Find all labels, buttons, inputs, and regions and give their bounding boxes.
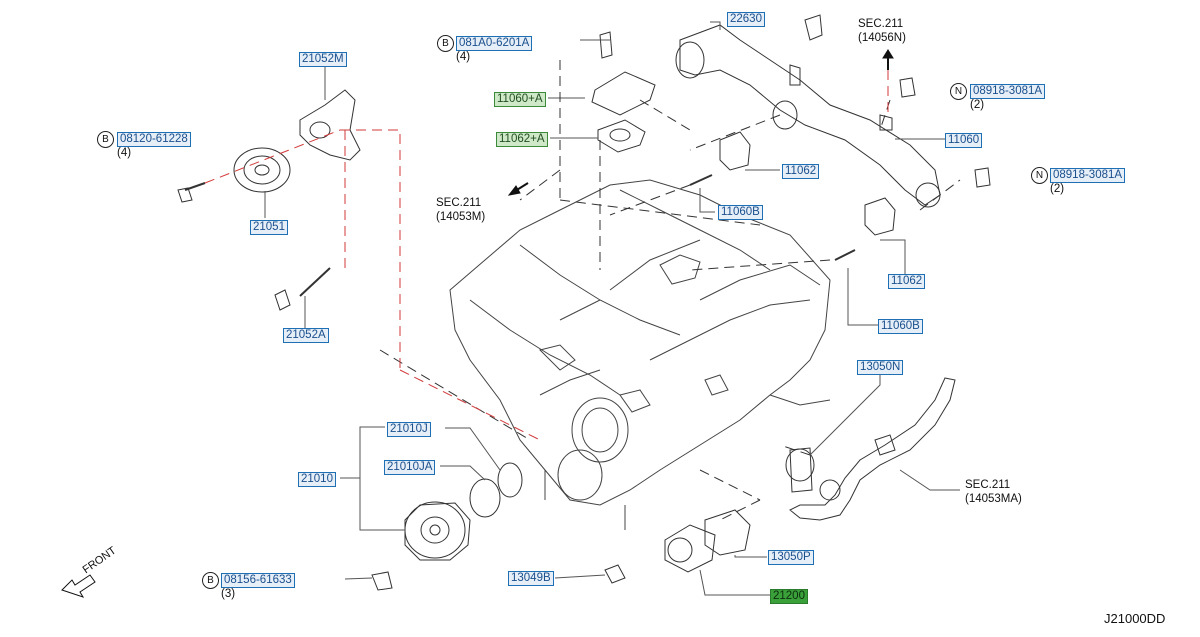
red-alignment-lines bbox=[204, 70, 889, 441]
fastener-qty: (3) bbox=[221, 588, 236, 600]
fastener-08918-3081A-lower[interactable]: 08918-3081A bbox=[1050, 168, 1126, 183]
dashed-alignment-lines bbox=[379, 60, 961, 521]
part-11062-upper[interactable]: 11062 bbox=[782, 164, 820, 179]
part-21010[interactable]: 21010 bbox=[298, 472, 336, 487]
fastener-qty: (2) bbox=[1050, 183, 1065, 195]
part-21200[interactable]: 21200 bbox=[770, 589, 808, 604]
section-ref-line2: (14053M) bbox=[436, 211, 486, 223]
part-21010J[interactable]: 21010J bbox=[387, 422, 431, 437]
part-21052M[interactable]: 21052M bbox=[299, 52, 347, 67]
arrows bbox=[507, 49, 894, 196]
part-11062-lower[interactable]: 11062 bbox=[888, 274, 926, 289]
part-13050N[interactable]: 13050N bbox=[857, 360, 904, 375]
bolt-symbol-b: B bbox=[437, 35, 454, 52]
fastener-08918-3081A-upper[interactable]: 08918-3081A bbox=[970, 84, 1046, 99]
fastener-081A0-6201A[interactable]: 081A0-6201A bbox=[456, 36, 533, 51]
bolt-symbol-b: B bbox=[97, 131, 114, 148]
fastener-08120-61228[interactable]: 08120-61228 bbox=[117, 132, 191, 147]
part-13050P[interactable]: 13050P bbox=[768, 550, 814, 565]
fastener-qty: (4) bbox=[456, 51, 471, 63]
part-11062A[interactable]: 11062+A bbox=[496, 132, 548, 147]
part-11060B-lower[interactable]: 11060B bbox=[878, 319, 923, 334]
part-11060A[interactable]: 11060+A bbox=[494, 92, 546, 107]
part-21010JA[interactable]: 21010JA bbox=[384, 460, 436, 475]
part-13049B[interactable]: 13049B bbox=[508, 571, 554, 586]
part-22630[interactable]: 22630 bbox=[727, 12, 765, 27]
gaskets-and-covers bbox=[371, 14, 991, 591]
part-21051[interactable]: 21051 bbox=[250, 220, 288, 235]
section-ref-line1: SEC.211 bbox=[965, 479, 1011, 491]
part-21052A[interactable]: 21052A bbox=[283, 328, 329, 343]
fastener-qty: (2) bbox=[970, 99, 985, 111]
front-arrow-icon bbox=[61, 574, 96, 598]
leader-lines bbox=[264, 21, 960, 596]
section-ref-line2: (14053MA) bbox=[965, 493, 1022, 505]
part-11060[interactable]: 11060 bbox=[945, 133, 983, 148]
part-11060B-upper[interactable]: 11060B bbox=[718, 205, 763, 220]
section-ref-line1: SEC.211 bbox=[436, 197, 482, 209]
diagram-code: J21000DD bbox=[1104, 611, 1166, 626]
nut-symbol-n: N bbox=[950, 83, 967, 100]
lower-water-pipe bbox=[785, 377, 956, 521]
engine-block bbox=[449, 179, 831, 530]
pulley-and-bracket bbox=[177, 89, 361, 311]
bolt-symbol-b: B bbox=[202, 572, 219, 589]
water-pump-assembly bbox=[404, 462, 523, 561]
upper-water-pipe bbox=[675, 24, 941, 208]
section-ref-line2: (14056N) bbox=[858, 32, 906, 44]
nut-symbol-n: N bbox=[1031, 167, 1048, 184]
section-ref-line1: SEC.211 bbox=[858, 18, 904, 30]
fastener-08156-61633[interactable]: 08156-61633 bbox=[221, 573, 295, 588]
fastener-qty: (4) bbox=[117, 147, 132, 159]
